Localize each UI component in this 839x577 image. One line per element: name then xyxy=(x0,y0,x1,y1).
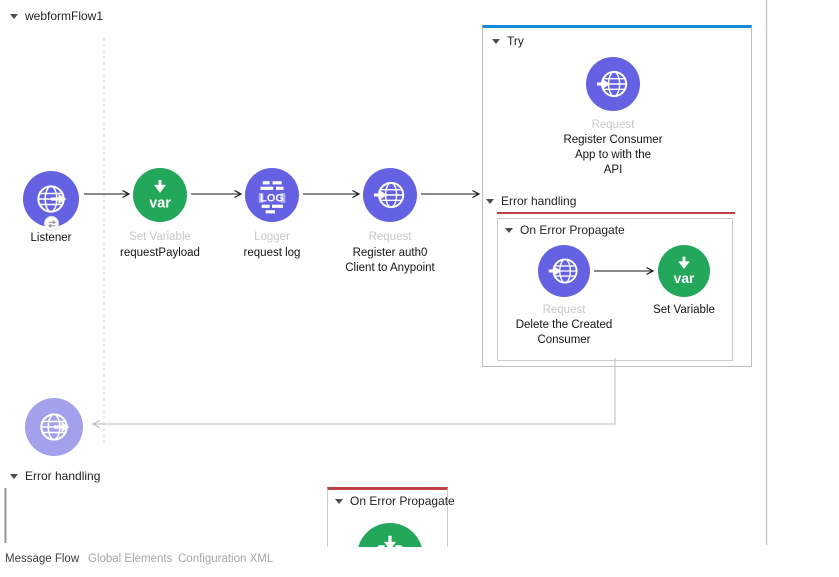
http-request-icon xyxy=(548,258,578,284)
svg-text:LOG: LOG xyxy=(260,192,284,204)
logger-node[interactable]: LOG xyxy=(245,168,299,222)
error-handling-divider xyxy=(497,212,735,214)
tab-global-elements[interactable]: Global Elements xyxy=(88,553,173,565)
flow-on-error-propagate-header: On Error Propagate xyxy=(335,494,455,508)
http-listener-response-node[interactable] xyxy=(25,398,83,456)
logger-type-label: Logger xyxy=(254,231,290,243)
set-variable-icon: var xyxy=(674,256,695,286)
svg-text:var: var xyxy=(149,196,171,212)
request-name-label: Register auth0 Client to Anypoint xyxy=(345,247,435,274)
listener-label: Listener xyxy=(30,232,72,244)
collapse-triangle-icon[interactable] xyxy=(492,38,500,44)
logger-name-label: request log xyxy=(243,247,301,259)
http-listener-icon xyxy=(37,185,67,213)
set-variable-node[interactable]: var xyxy=(133,168,187,222)
try-request-node[interactable] xyxy=(586,57,640,111)
oep-set-variable-node[interactable]: var xyxy=(658,245,710,297)
try-request-name-label: Register Consumer App to with the API xyxy=(563,134,663,176)
oep-request-name-label: Delete the Created Consumer xyxy=(515,319,613,346)
collapse-triangle-icon[interactable] xyxy=(10,13,18,19)
flow-on-error-propagate-title: On Error Propagate xyxy=(350,494,455,508)
http-response-icon xyxy=(40,413,70,441)
collapse-triangle-icon[interactable] xyxy=(505,227,513,233)
svg-text:var: var xyxy=(674,271,695,286)
try-request-type-label: Request xyxy=(591,119,635,131)
http-request-icon xyxy=(597,70,628,98)
oep-request-type-label: Request xyxy=(542,304,586,316)
try-error-handling-header: Error handling xyxy=(486,194,576,208)
oep-set-variable-label: Set Variable xyxy=(653,304,715,316)
logger-icon: LOG xyxy=(258,181,286,214)
tab-message-flow[interactable]: Message Flow xyxy=(5,553,80,565)
exchange-arrows-icon xyxy=(47,219,56,228)
on-error-propagate-title: On Error Propagate xyxy=(520,223,625,237)
http-request-node[interactable] xyxy=(363,168,417,222)
try-error-handling-title: Error handling xyxy=(501,194,577,208)
set-variable-type-label: Set Variable xyxy=(129,231,191,243)
request-type-label: Request xyxy=(368,231,412,243)
response-return-connector xyxy=(91,358,616,429)
collapse-triangle-icon[interactable] xyxy=(10,473,18,479)
collapse-triangle-icon[interactable] xyxy=(486,198,494,204)
flow-error-handling-header: Error handling xyxy=(10,469,100,483)
try-title: Try xyxy=(507,34,524,48)
try-header: Try xyxy=(492,34,524,48)
set-variable-name-label: requestPayload xyxy=(120,247,200,259)
editor-tab-bar: Message Flow Global Elements Configurati… xyxy=(0,547,839,577)
flow-title: webformFlow1 xyxy=(25,9,104,23)
http-request-icon xyxy=(374,181,405,209)
flow-error-handling-title: Error handling xyxy=(25,469,101,483)
flow-header: webformFlow1 xyxy=(10,9,103,23)
message-flow-canvas: webformFlow1 Try Error handling On Error… xyxy=(4,0,768,547)
tab-configuration-xml[interactable]: Configuration XML xyxy=(178,553,274,565)
listener-exchange-badge xyxy=(44,216,59,231)
set-variable-icon: var xyxy=(149,180,171,212)
collapse-triangle-icon[interactable] xyxy=(335,498,343,504)
set-payload-icon xyxy=(377,535,403,547)
oep-request-node[interactable] xyxy=(538,245,590,297)
on-error-propagate-header: On Error Propagate xyxy=(505,223,625,237)
